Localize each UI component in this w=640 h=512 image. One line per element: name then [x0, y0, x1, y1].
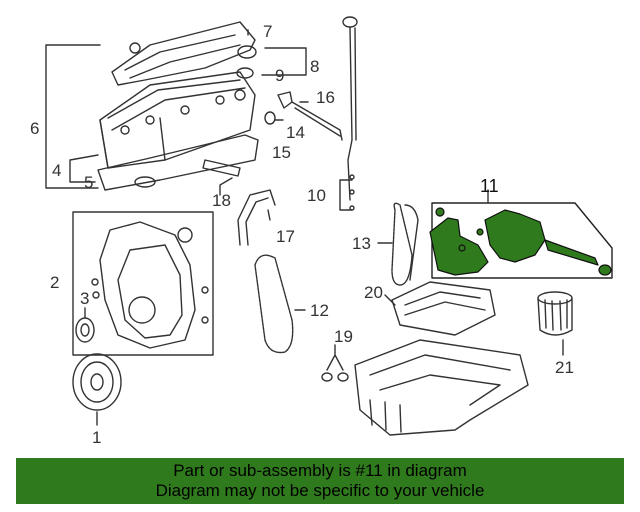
callout-11: 11 [480, 176, 499, 196]
pcv-grommet-drawing [264, 111, 276, 125]
oil-pump-nut-drawing [598, 264, 612, 276]
callout-20: 20 [364, 283, 383, 302]
callout-10: 10 [307, 186, 326, 205]
balancer-chain-drawing [391, 202, 413, 286]
oil-filter-drawing [537, 291, 573, 336]
small-hose-drawing [202, 159, 241, 177]
pcv-valve-drawing [277, 91, 293, 109]
timing-cover-frame [72, 211, 214, 356]
callout-14: 14 [286, 123, 305, 142]
timing-chain-drawing [254, 254, 294, 354]
callout-18: 18 [212, 191, 231, 210]
callout-15: 15 [272, 143, 291, 162]
oil-pan-baffle-drawing [391, 281, 496, 336]
highlight-notice-banner: Part or sub-assembly is #11 in diagram D… [16, 458, 624, 504]
exploded-parts-diagram: 1 2 3 4 5 6 7 8 9 10 11 12 13 14 15 16 1… [30, 16, 613, 447]
callout-16: 16 [316, 88, 335, 107]
callout-13: 13 [352, 234, 371, 253]
oil-filler-cap-drawing [237, 45, 257, 59]
callout-7: 7 [263, 22, 272, 41]
head-cover-gasket-drawing [97, 134, 259, 191]
cap-seal-drawing [236, 67, 254, 79]
oil-pump-bolt-drawing [544, 239, 599, 266]
callout-9: 9 [275, 66, 284, 85]
oil-pump-assembly-highlight [429, 189, 613, 279]
vent-hose-drawing [237, 189, 276, 246]
banner-line-disclaimer: Diagram may not be specific to your vehi… [155, 481, 485, 500]
timing-chain-cover-drawing [91, 221, 209, 349]
crankshaft-pulley-drawing [72, 353, 122, 411]
dipstick-drawing [342, 16, 358, 211]
engine-top-cover-drawing [111, 21, 256, 86]
callout-8: 8 [310, 57, 319, 76]
balancer-unit-drawing [484, 209, 546, 263]
breather-hose-drawing [291, 101, 343, 141]
callout-12: 12 [310, 301, 329, 320]
oil-pan-drawing [354, 339, 529, 436]
drain-plug-drawing [321, 372, 333, 382]
drain-washer-drawing [337, 372, 349, 382]
valve-cover-drawing [99, 71, 256, 169]
banner-line-part: Part or sub-assembly is #11 in diagram [173, 461, 467, 480]
callout-17: 17 [276, 227, 295, 246]
callout-5: 5 [84, 173, 93, 192]
callout-4: 4 [52, 161, 61, 180]
callout-19: 19 [334, 327, 353, 346]
callout-1: 1 [92, 428, 101, 447]
callout-6: 6 [30, 119, 39, 138]
callout-21: 21 [555, 358, 574, 377]
callout-3: 3 [80, 289, 89, 308]
callout-labels: 1 2 3 4 5 6 7 8 9 10 11 12 13 14 15 16 1… [30, 22, 574, 447]
callout-2: 2 [50, 273, 59, 292]
